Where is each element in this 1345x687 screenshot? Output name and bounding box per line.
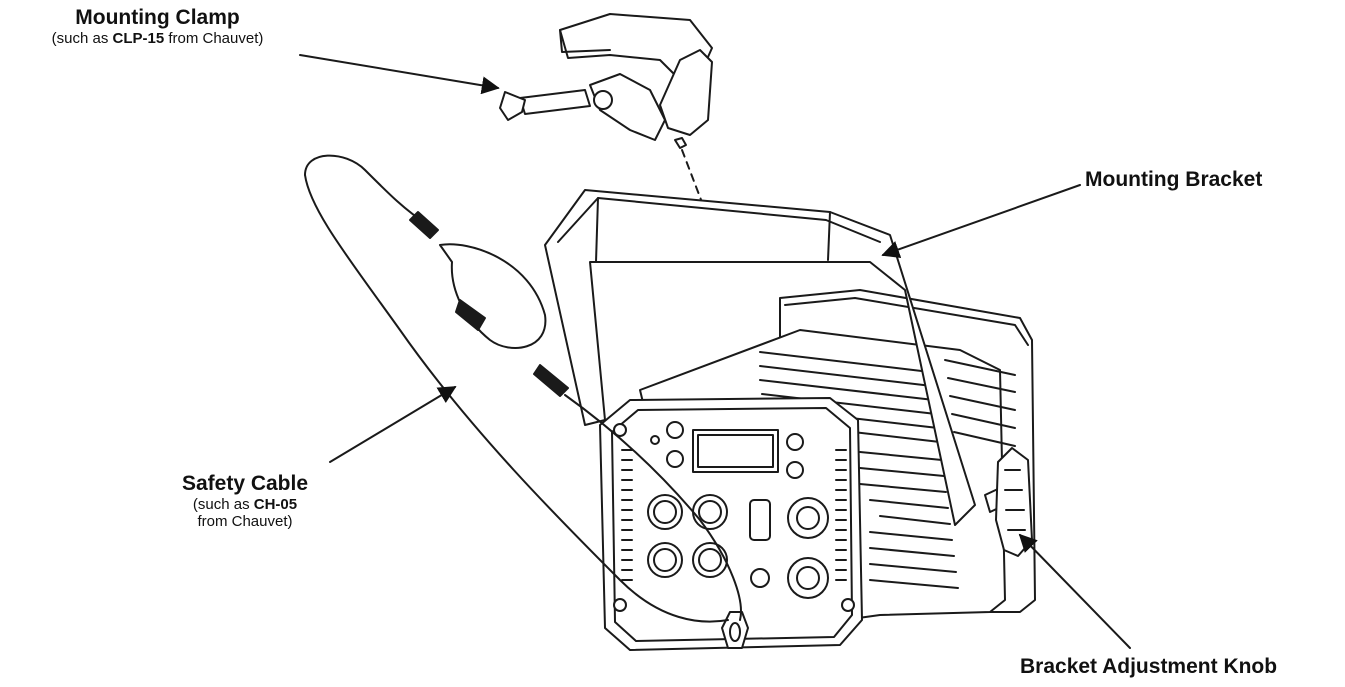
mounting-clamp-sub-suffix: from Chauvet) <box>164 30 264 48</box>
bracket-knob-drawing <box>984 447 1033 557</box>
mounting-bracket-drawing <box>544 189 976 526</box>
mounting-bracket-arrow <box>881 184 1081 259</box>
mounting-clamp-title: Mounting Clamp <box>75 6 240 29</box>
mounting-bracket-label: Mounting Bracket <box>1085 168 1315 192</box>
safety-cable-drawing <box>304 154 742 623</box>
safety-cable-title: Safety Cable <box>181 472 309 495</box>
safety-cable-label: Safety Cable (such as CH-05 from Chauvet… <box>150 472 340 531</box>
mounting-clamp-arrow <box>299 54 500 95</box>
mounting-clamp-drawing <box>499 13 713 149</box>
mounting-clamp-model: CLP-15 <box>112 30 165 48</box>
bolt-alignment-line <box>681 149 709 219</box>
safety-cable-model: CH-05 <box>253 496 298 514</box>
bracket-knob-label: Bracket Adjustment Knob <box>1020 655 1345 679</box>
mounting-clamp-sub-prefix: (such as <box>51 30 113 48</box>
bracket-knob-title: Bracket Adjustment Knob <box>1020 655 1278 678</box>
safety-cable-arrow <box>329 386 457 463</box>
safety-cable-sub-prefix: (such as <box>192 496 254 514</box>
mounting-bracket-title: Mounting Bracket <box>1085 168 1263 191</box>
bracket-knob-arrow <box>1018 533 1131 649</box>
mounting-clamp-subtitle: (such as CLP-15 from Chauvet) <box>0 30 315 47</box>
front-panel-drawing <box>599 397 863 651</box>
safety-cable-subtitle: (such as CH-05 <box>150 496 340 513</box>
mounting-clamp-label: Mounting Clamp (such as CLP-15 from Chau… <box>0 6 315 47</box>
safety-cable-subtitle-line2: from Chauvet) <box>197 513 293 531</box>
